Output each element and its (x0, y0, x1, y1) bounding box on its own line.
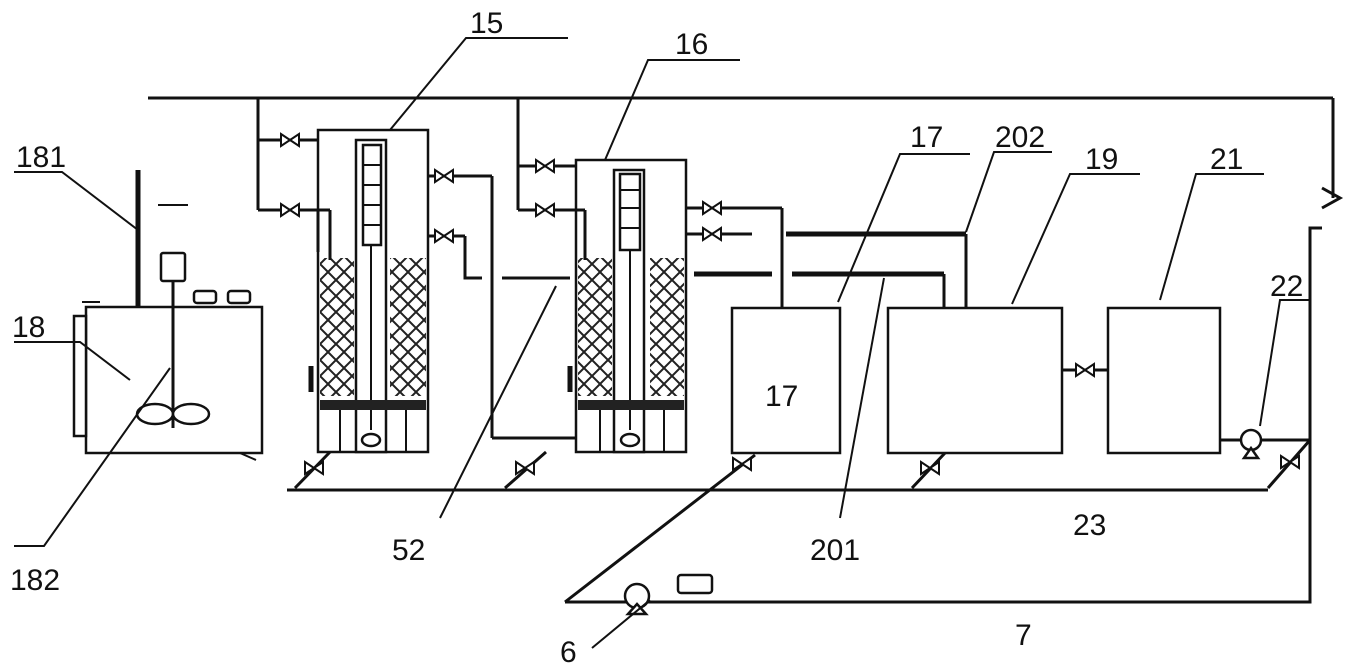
leader-lines (14, 37, 1310, 649)
label-6: 6 (560, 636, 577, 664)
propeller-stirrer-icon (135, 402, 211, 426)
tank-21 (1106, 306, 1222, 455)
tank-19 (886, 306, 1064, 455)
overflow-pipe-52 (492, 276, 576, 440)
label-19: 19 (1085, 143, 1118, 176)
label-17-tank: 17 (765, 380, 798, 413)
label-16: 16 (675, 28, 708, 61)
label-52: 52 (392, 534, 425, 567)
label-181: 181 (16, 141, 66, 174)
label-182: 182 (10, 564, 60, 597)
label-201: 201 (810, 534, 860, 567)
column-15-inlet-pipes (258, 133, 494, 438)
tank-19-21-connector (1062, 363, 1108, 377)
pump-22-line (1220, 428, 1312, 489)
component-labels: 15 16 17 202 19 21 181 18 182 22 17 52 2… (10, 7, 1303, 664)
flow-arrow-icon (1321, 186, 1344, 210)
reactor-column-16 (567, 158, 688, 454)
circle-pump-icon (1239, 428, 1263, 460)
top-header-pipe (148, 96, 1344, 210)
label-15: 15 (470, 7, 503, 40)
mixing-tank-18 (72, 170, 264, 461)
reactor-column-15 (308, 128, 430, 454)
label-17-leader: 17 (910, 121, 943, 154)
label-22: 22 (1270, 270, 1303, 303)
recirculation-line-7 (564, 226, 1322, 616)
label-23: 23 (1073, 509, 1106, 542)
tank-17 (730, 306, 842, 455)
column-16-inlet-pipes (518, 159, 587, 260)
label-21: 21 (1210, 143, 1243, 176)
label-202: 202 (995, 121, 1045, 154)
circle-pump-icon (623, 582, 651, 616)
label-7: 7 (1015, 619, 1032, 652)
label-18: 18 (12, 311, 45, 344)
meter-icon (676, 573, 714, 595)
drain-line-23 (287, 450, 1268, 492)
